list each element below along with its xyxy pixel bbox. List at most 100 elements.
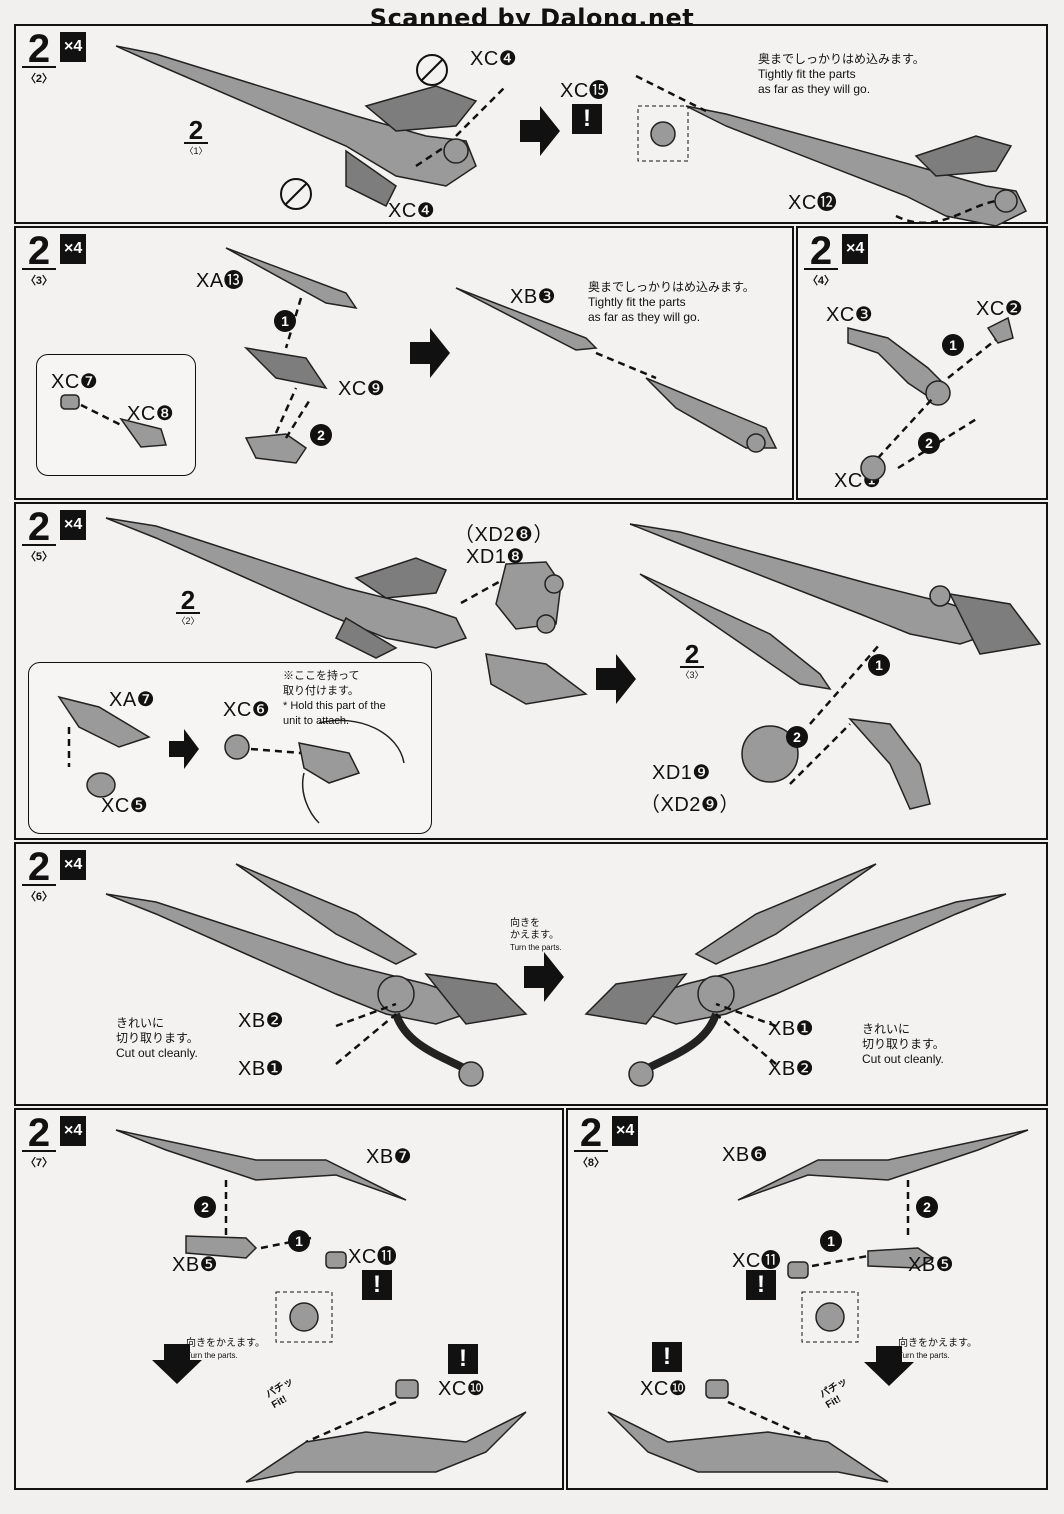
part-label: XB❶ bbox=[238, 1058, 285, 1080]
part-label: XB❼ bbox=[366, 1146, 413, 1168]
part-drawing bbox=[60, 394, 167, 448]
part-label: （XD2❽） bbox=[454, 524, 554, 546]
step-badge: 2 〈6〉 ×4 bbox=[22, 847, 87, 903]
panel-step-2-6: 2 〈6〉 ×4 きれいに 切り取ります。 Cut out cleanly. X… bbox=[14, 842, 1048, 1106]
quantity-badge: ×4 bbox=[60, 1116, 87, 1146]
part-label: XC❸ bbox=[826, 304, 874, 326]
part-label: XB❸ bbox=[510, 286, 557, 308]
part-drawing bbox=[244, 387, 313, 464]
step-subnumber: 〈6〉 bbox=[24, 891, 54, 903]
detail-view bbox=[801, 1291, 859, 1343]
step-subnumber: 〈2〉 bbox=[24, 73, 54, 85]
no-cut-icon bbox=[416, 54, 448, 86]
weapon-drawing-left bbox=[115, 45, 507, 208]
part-label: XC❹ bbox=[470, 48, 518, 70]
cut-note: きれいに 切り取ります。 Cut out cleanly. bbox=[862, 1022, 945, 1066]
blade-drawing bbox=[455, 287, 778, 453]
weapon-assembly-drawing bbox=[629, 523, 1042, 810]
panel-step-2-4: 2 〈4〉 ×4 XC❸ XC❷ XC❶ 1 2 bbox=[796, 226, 1048, 500]
turn-arrow bbox=[524, 952, 564, 1002]
turn-note: 向きを かえます。 Turn the parts. bbox=[510, 918, 562, 952]
part-label: XC⓫ bbox=[348, 1246, 398, 1268]
weapon-assembly-left bbox=[105, 863, 528, 1087]
part-label: XB❻ bbox=[722, 1144, 769, 1166]
part-label: XC⓬ bbox=[788, 192, 838, 214]
step-subnumber: 〈3〉 bbox=[24, 275, 54, 287]
quantity-badge: ×4 bbox=[842, 234, 869, 264]
wing-assembly-drawing bbox=[607, 1379, 889, 1483]
step-number: 2 bbox=[22, 847, 56, 887]
next-step-arrow bbox=[169, 729, 199, 769]
hold-note: ※ここを持って 取り付けます。 * Hold this part of the … bbox=[283, 670, 386, 727]
part-label: XB❺ bbox=[908, 1254, 955, 1276]
panel-step-2-8: 2 〈8〉 ×4 XB❻ 2 XC⓫ 1 XB❺ ! 向きをかえます。 Turn… bbox=[566, 1108, 1048, 1490]
wing-drawing bbox=[115, 1129, 407, 1240]
step-badge: 2 〈7〉 ×4 bbox=[22, 1113, 87, 1169]
next-step-arrow bbox=[596, 654, 636, 704]
step-number: 2 bbox=[804, 231, 838, 271]
next-step-arrow bbox=[410, 328, 450, 378]
reference-badge: 2 〈3〉 bbox=[680, 639, 704, 680]
weapon-assembly-right bbox=[584, 863, 1007, 1087]
quantity-badge: ×4 bbox=[60, 510, 87, 540]
part-label: XC❹ bbox=[388, 200, 436, 222]
quantity-badge: ×4 bbox=[60, 32, 87, 62]
part-label: XC⓫ bbox=[732, 1250, 782, 1272]
part-drawing bbox=[57, 695, 151, 798]
step-badge: 2 〈5〉 ×4 bbox=[22, 507, 87, 563]
step-subnumber: 〈4〉 bbox=[806, 275, 836, 287]
part-label: XA❼ bbox=[109, 689, 156, 711]
caution-icon: ! bbox=[572, 104, 602, 134]
reference-badge: 2 〈1〉 bbox=[184, 115, 208, 156]
part-drawing bbox=[847, 316, 1014, 481]
subassembly-inset: XC❼ XC❽ bbox=[36, 354, 196, 476]
part-label: XB❶ bbox=[768, 1018, 815, 1040]
step-order-marker: 1 bbox=[283, 1225, 315, 1257]
caution-icon: ! bbox=[652, 1342, 682, 1372]
panel-step-2-7: 2 〈7〉 ×4 XB❼ 2 XB❺ 1 XC⓫ ! 向きをかえます。 Turn… bbox=[14, 1108, 564, 1490]
part-label: XC❺ bbox=[101, 795, 149, 817]
wing-drawing bbox=[737, 1129, 1029, 1240]
step-badge: 2 〈8〉 ×4 bbox=[574, 1113, 639, 1169]
step-order-marker: 1 bbox=[937, 329, 969, 361]
reference-badge: 2 〈2〉 bbox=[176, 585, 200, 626]
part-label: XC⓯ bbox=[560, 80, 610, 102]
detail-view bbox=[275, 1291, 333, 1343]
part-label: XC❽ bbox=[127, 403, 175, 425]
fit-note: 奥までしっかりはめ込みます。 Tightly fit the parts as … bbox=[588, 280, 755, 324]
step-order-marker: 1 bbox=[863, 649, 895, 681]
part-label: XC❿ bbox=[640, 1378, 688, 1400]
subassembly-inset: XA❼ XC❺ XC❻ ※ここを持って 取り付けます。 * Hold this … bbox=[28, 662, 432, 834]
step-order-marker: 1 bbox=[269, 305, 301, 337]
quantity-badge: ×4 bbox=[60, 234, 87, 264]
step-order-marker: 2 bbox=[189, 1191, 221, 1223]
step-number: 2 bbox=[22, 507, 56, 547]
no-cut-icon bbox=[280, 178, 312, 210]
weapon-drawing bbox=[105, 517, 507, 659]
part-label: XB❺ bbox=[172, 1254, 219, 1276]
part-label: XD1❽ bbox=[466, 546, 525, 568]
panel-step-2-2: 2 〈2〉 ×4 2 〈1〉 XC❹ XC❹ XC⓯ ! 奥までしっかりはめ込み… bbox=[14, 24, 1048, 227]
step-number: 2 bbox=[22, 231, 56, 271]
part-label: XC❻ bbox=[223, 699, 271, 721]
step-badge: 2 〈2〉 ×4 bbox=[22, 29, 87, 85]
part-label: XD1❾ bbox=[652, 762, 711, 784]
step-subnumber: 〈5〉 bbox=[24, 551, 54, 563]
part-label: （XD2❾） bbox=[640, 794, 740, 816]
step-badge: 2 〈4〉 ×4 bbox=[804, 231, 869, 287]
hand-holding-part bbox=[224, 719, 405, 824]
caution-icon: ! bbox=[746, 1270, 776, 1300]
step-number: 2 bbox=[574, 1113, 608, 1153]
part-drawing bbox=[225, 247, 358, 390]
part-label: XC❼ bbox=[51, 371, 99, 393]
weapon-drawing-right bbox=[635, 74, 1028, 227]
part-drawing bbox=[787, 1247, 935, 1279]
quantity-badge: ×4 bbox=[612, 1116, 639, 1146]
part-label: XA⓭ bbox=[196, 270, 245, 292]
turn-note: 向きをかえます。 Turn the parts. bbox=[898, 1338, 977, 1360]
wing-assembly-drawing bbox=[245, 1379, 527, 1483]
cut-note: きれいに 切り取ります。 Cut out cleanly. bbox=[116, 1016, 199, 1060]
part-label: XC❾ bbox=[338, 378, 386, 400]
panel-step-2-5: 2 〈5〉 ×4 2 〈2〉 （XD2❽） XD1❽ XA❼ XC❺ XC❻ bbox=[14, 502, 1048, 840]
step-order-marker: 2 bbox=[913, 427, 945, 459]
